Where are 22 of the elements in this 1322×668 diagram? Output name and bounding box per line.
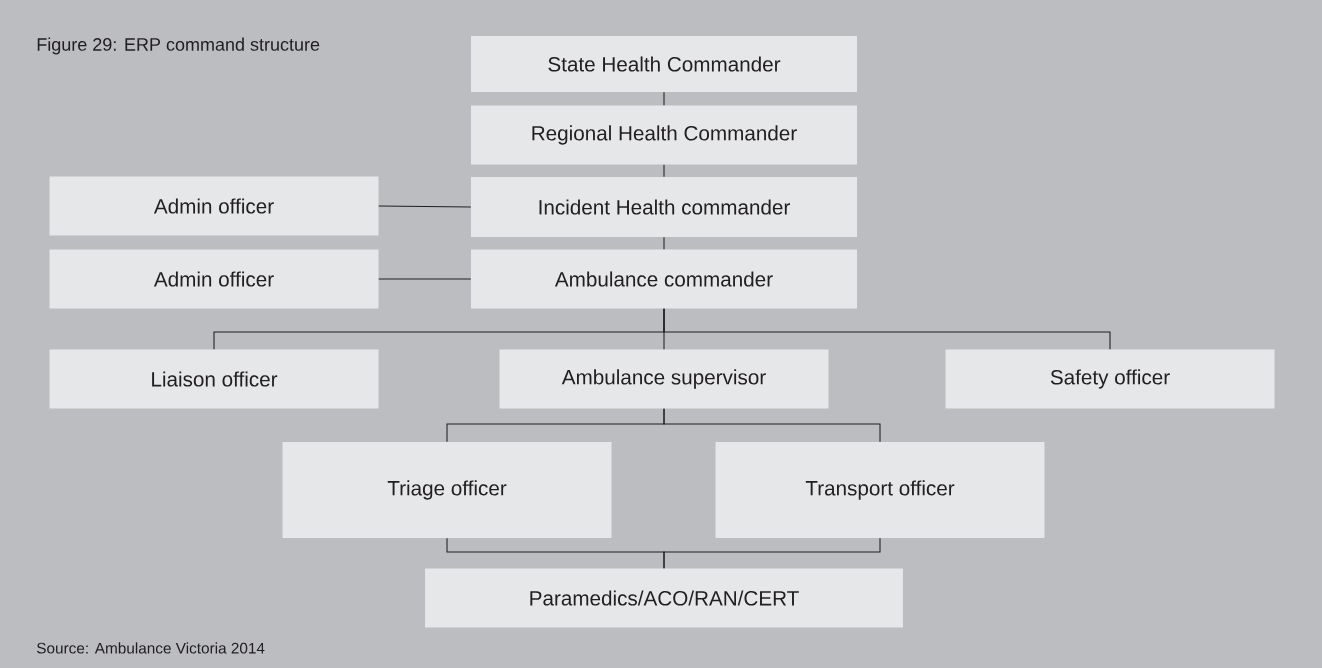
source-note: Source: Ambulance Victoria 2014: [36, 642, 265, 654]
connector-line: [663, 236, 665, 250]
org-box: Ambulance supervisor: [499, 349, 829, 409]
connector-line: [663, 91, 665, 106]
connector-line: [663, 308, 1111, 350]
connector-line: [378, 278, 472, 280]
org-box: Admin officer: [49, 249, 379, 309]
connector-line: [663, 164, 665, 178]
connector-line: [663, 537, 881, 569]
org-box: Paramedics/ACO/RAN/CERT: [425, 568, 903, 628]
org-box: State Health Commander: [471, 36, 857, 92]
org-box: Liaison officer: [49, 349, 379, 409]
org-box: Triage officer: [282, 442, 612, 538]
figure-title: Figure 29: ERP command structure: [37, 37, 320, 55]
org-box: Incident Health commander: [471, 177, 857, 237]
org-box: Safety officer: [945, 349, 1275, 409]
org-box: Transport officer: [715, 442, 1045, 538]
org-box: Regional Health Commander: [471, 105, 857, 165]
connector-line: [378, 205, 472, 208]
org-box: Admin officer: [49, 176, 379, 236]
connector-line: [663, 408, 881, 443]
org-box: Ambulance commander: [471, 249, 857, 309]
